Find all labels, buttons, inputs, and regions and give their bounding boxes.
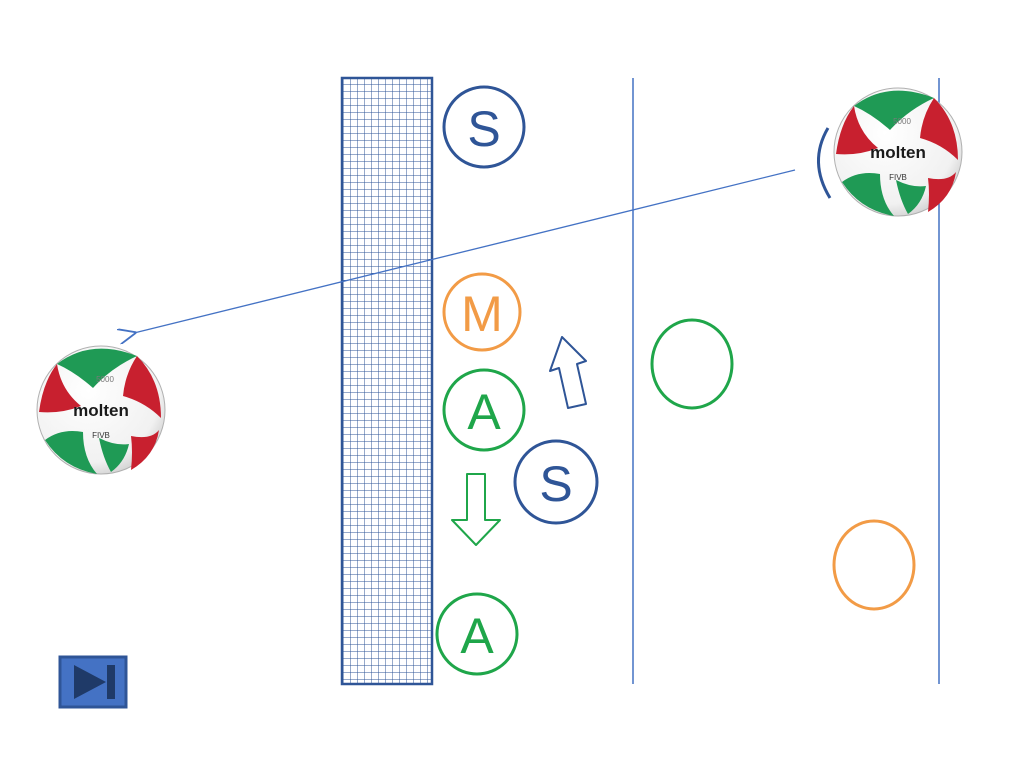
move-up-arrow-icon: [549, 336, 587, 409]
ball-trajectory-arrow: [134, 169, 796, 333]
serve-motion-arc: [817, 127, 832, 199]
svg-text:FIVB: FIVB: [92, 431, 110, 440]
player-middle: M: [442, 272, 522, 352]
svg-text:FIVB: FIVB: [889, 173, 907, 182]
position-marker-green: [650, 318, 734, 410]
svg-text:5000: 5000: [893, 117, 911, 126]
player-attacker-bottom: A: [435, 592, 519, 676]
svg-text:A: A: [460, 608, 494, 664]
svg-text:5000: 5000: [96, 375, 114, 384]
svg-text:molten: molten: [73, 401, 129, 420]
player-attacker-mid: A: [442, 368, 526, 452]
skip-next-icon: [74, 665, 115, 699]
volleyball-server: molten 5000 FIVB: [833, 87, 963, 217]
svg-text:A: A: [467, 384, 501, 440]
player-setter-back: S: [513, 439, 599, 525]
volleyball-landing: molten 5000 FIVB: [36, 345, 166, 475]
svg-text:S: S: [539, 456, 572, 512]
svg-text:S: S: [467, 101, 500, 157]
net: [340, 76, 434, 686]
position-marker-orange: [832, 519, 916, 611]
svg-text:M: M: [461, 286, 503, 342]
move-down-arrow-icon: [451, 473, 501, 546]
player-setter-front: S: [442, 85, 526, 169]
next-slide-button[interactable]: [58, 655, 128, 709]
svg-text:molten: molten: [870, 143, 926, 162]
